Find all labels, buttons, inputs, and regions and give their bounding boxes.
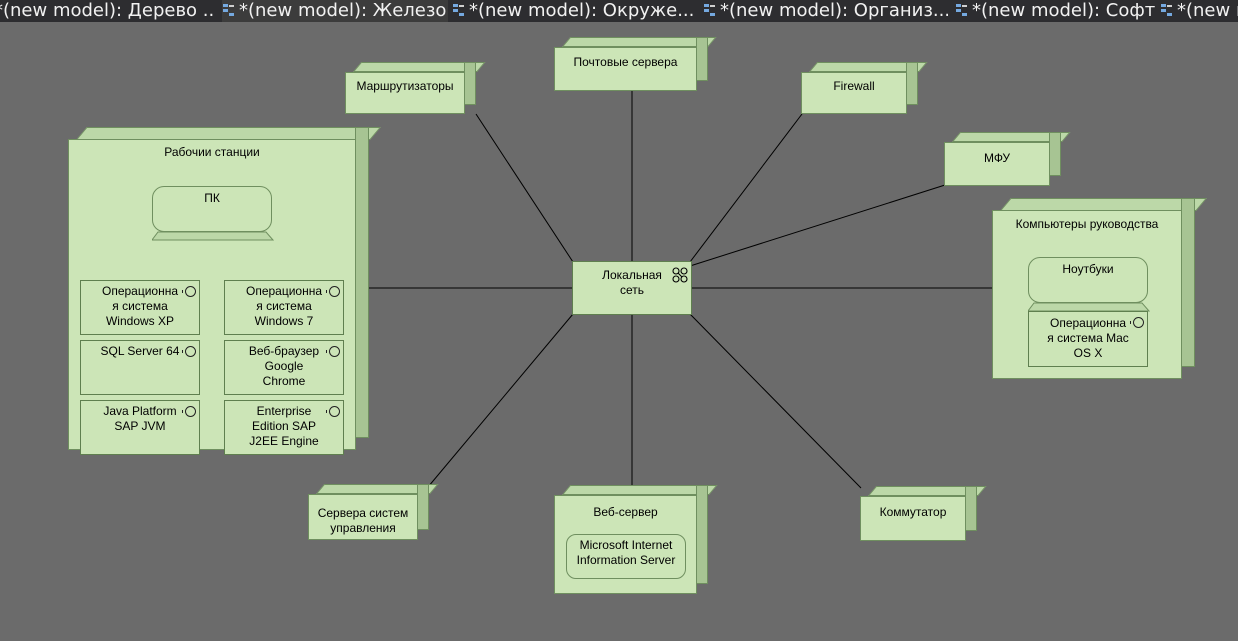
tab-label: *(new model): Софт — [972, 0, 1155, 21]
diagram-icon — [452, 1, 465, 16]
tab-hardware[interactable]: *(new model): Железо✕ — [222, 0, 448, 22]
interface-icon — [1130, 317, 1144, 328]
mail-servers-node[interactable]: Почтовые сервера — [554, 37, 717, 91]
network-icon — [672, 267, 688, 283]
interface-icon — [182, 286, 196, 297]
diagram-icon — [1160, 1, 1173, 16]
tab-label: *(new model): Организ... — [720, 0, 948, 21]
laptops-base — [1028, 302, 1150, 312]
pc-device[interactable] — [152, 186, 272, 232]
mfu-node[interactable]: МФУ — [944, 132, 1071, 186]
routers-node[interactable]: Маршрутизаторы — [345, 62, 486, 115]
switch-node[interactable]: Коммутатор — [860, 486, 987, 541]
exec-computers-node[interactable]: Компьютеры руководства Ноутбуки Операцио… — [992, 198, 1207, 379]
tab-software[interactable]: *(new model): Софт — [955, 0, 1155, 22]
link-switch — [689, 313, 862, 489]
tab-label: *(new model): Железо — [239, 0, 447, 21]
mfu-label: МФУ — [983, 151, 1011, 165]
link-firewall — [689, 113, 803, 263]
firewall-label: Firewall — [833, 79, 875, 93]
tab-label: *(new m — [1177, 0, 1238, 21]
tab-more[interactable]: *(new m — [1160, 0, 1238, 22]
tab-bar: *(new model): Дерево ... *(new model): Ж… — [0, 0, 1238, 22]
diagram-icon — [955, 1, 968, 16]
interface-icon — [182, 346, 196, 357]
diagram-icon — [703, 1, 716, 16]
workstations-label: Рабочии станции — [164, 145, 260, 159]
tab-label: *(new model): Окруже... — [469, 0, 695, 21]
interface-icon — [182, 406, 196, 417]
link-mfu — [689, 184, 946, 267]
pc-label: ПК — [204, 191, 220, 205]
iis-component[interactable] — [566, 534, 686, 579]
tab-tree[interactable]: *(new model): Дерево ... — [0, 0, 216, 22]
connection-lines — [368, 90, 993, 489]
routers-label: Маршрутизаторы — [356, 79, 454, 93]
component-sql-server[interactable]: SQL Server 64 — [80, 340, 200, 395]
firewall-node[interactable]: Firewall — [801, 62, 928, 115]
interface-icon — [326, 346, 340, 357]
diagram-icon — [222, 1, 235, 16]
laptops-label: Ноутбуки — [1062, 262, 1114, 276]
pc-base — [152, 231, 274, 241]
tab-label: *(new model): Дерево ... — [0, 0, 216, 21]
web-server-label: Веб-сервер — [593, 505, 658, 519]
tab-organization[interactable]: *(new model): Организ... — [703, 0, 948, 22]
interface-icon — [326, 286, 340, 297]
mail-servers-label: Почтовые сервера — [573, 55, 678, 69]
tab-environment[interactable]: *(new model): Окруже... — [452, 0, 697, 22]
switch-label: Коммутатор — [879, 505, 947, 519]
link-routers — [475, 113, 574, 263]
interface-icon — [326, 406, 340, 417]
link-mgmt — [427, 313, 574, 488]
exec-computers-label: Компьютеры руководства — [1015, 217, 1159, 231]
